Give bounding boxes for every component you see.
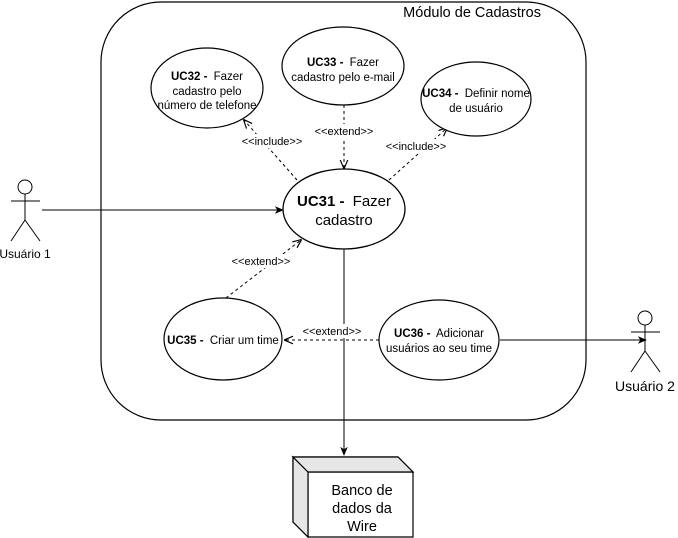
label-uc31-uc32: <<include>> <box>242 136 303 148</box>
svg-text:UC35 - Criar um time: UC35 - Criar um time <box>167 335 279 347</box>
svg-text:UC36 - Adicionar: UC36 - Adicionar <box>394 328 484 340</box>
label-uc35-uc31: <<extend>> <box>232 256 291 268</box>
edge-uc31-uc34 <box>388 128 447 181</box>
svg-text:UC32 - Fazer: UC32 - Fazer <box>171 71 243 83</box>
uc33-id: UC33 - <box>307 57 344 69</box>
use-case-uc34: UC34 - Definir nome de usuário <box>420 61 532 137</box>
uc33-line2: cadastro pelo e-mail <box>291 72 395 84</box>
label-uc33-uc31: <<extend>> <box>315 126 374 138</box>
svg-text:UC31 - Fazer: UC31 - Fazer <box>297 193 391 210</box>
uc31-id: UC31 - <box>297 193 345 210</box>
actor-1-label: Usuário 1 <box>0 247 51 261</box>
uc36-text: Adicionar <box>436 328 484 340</box>
uc31-line2: cadastro <box>315 212 373 229</box>
uc33-text: Fazer <box>350 57 380 69</box>
uc32-text: Fazer <box>214 71 244 83</box>
actor-2-figure-icon <box>630 310 661 373</box>
actor-1-figure-icon <box>10 179 41 242</box>
uc36-line2: usuários ao seu time <box>386 343 492 355</box>
actor-1: Usuário 1 <box>0 179 51 261</box>
actor-2-label: Usuário 2 <box>615 378 675 394</box>
use-case-uc35: UC35 - Criar um time <box>163 297 283 381</box>
uc34-id: UC34 - <box>422 88 459 100</box>
uc32-line2: cadastro pelo <box>172 86 241 98</box>
label-uc31-uc34: <<include>> <box>386 141 447 153</box>
edge-uc31-uc32 <box>244 120 298 181</box>
uc35-id: UC35 - <box>167 335 204 347</box>
system-title: Módulo de Cadastros <box>403 5 541 21</box>
database-box-icon <box>291 455 415 538</box>
uc31-text: Fazer <box>353 193 391 210</box>
actor-2: Usuário 2 <box>615 310 675 394</box>
use-case-uc36: UC36 - Adicionar usuários ao seu time <box>378 299 500 381</box>
svg-text:UC33 - Fazer: UC33 - Fazer <box>307 57 379 69</box>
database-line3: Wire <box>347 519 377 535</box>
use-case-uc31: UC31 - Fazer cadastro <box>282 168 406 250</box>
uc35-text: Criar um time <box>210 335 279 347</box>
database-line2: dados da <box>332 501 393 517</box>
uc36-id: UC36 - <box>394 328 431 340</box>
use-case-uc33: UC33 - Fazer cadastro pelo e-mail <box>281 26 405 106</box>
use-case-uc32: UC32 - Fazer cadastro pelo número de tel… <box>150 47 264 129</box>
edge-uc35-uc31 <box>225 240 301 299</box>
uc34-text: Definir nome <box>465 88 530 100</box>
uc32-id: UC32 - <box>171 71 208 83</box>
svg-text:UC34 - Definir nome: UC34 - Definir nome <box>422 88 530 100</box>
uc34-line2: de usuário <box>449 103 503 115</box>
edge-labels: <<include>> <<extend>> <<include>> <<ext… <box>228 124 450 338</box>
database-node: Banco de dados da Wire <box>291 455 415 538</box>
database-line1: Banco de <box>331 483 392 499</box>
label-uc36-uc35: <<extend>> <box>303 326 362 338</box>
uc32-line3: número de telefone <box>157 100 256 112</box>
